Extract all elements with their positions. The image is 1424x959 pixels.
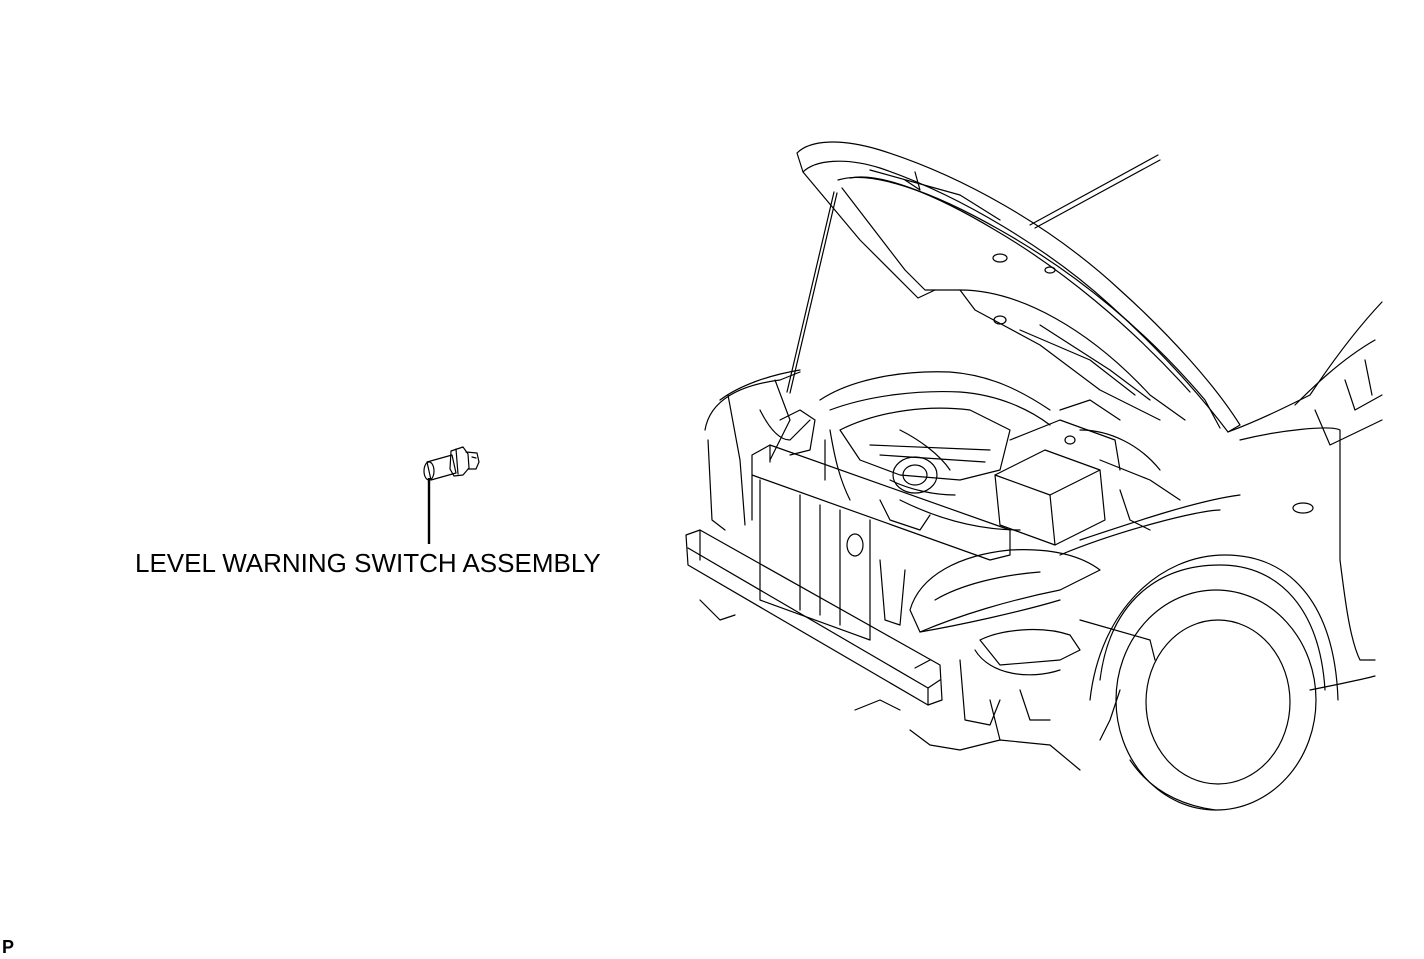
callout-label: LEVEL WARNING SWITCH ASSEMBLY: [135, 548, 601, 578]
level-warning-switch-assembly-part: [423, 446, 480, 481]
vehicle-front-end-hood-open: [685, 141, 1383, 811]
page-code: P: [2, 937, 15, 957]
